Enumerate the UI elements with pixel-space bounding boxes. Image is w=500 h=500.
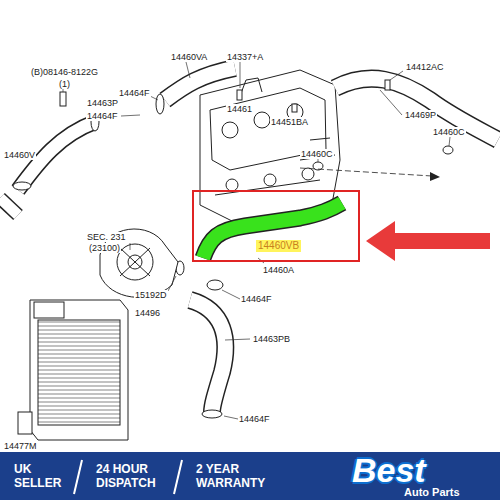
- leader-line: [121, 115, 140, 116]
- leader-line: [130, 243, 131, 250]
- banner-text: 24 HOUR DISPATCH: [96, 462, 168, 490]
- intercooler: [18, 412, 32, 434]
- part-number: 14337+A: [226, 52, 264, 62]
- hose-clamp: [156, 94, 164, 114]
- flow-arrow: [430, 172, 440, 181]
- part-number: 14496: [134, 308, 161, 318]
- leader-line: [224, 416, 238, 419]
- flow-arrow: [300, 168, 432, 176]
- part-number: 14463PB: [252, 334, 291, 344]
- banner: [0, 452, 500, 500]
- part-number: 14477M: [3, 441, 38, 451]
- banner-text: 2 YEAR WARRANTY: [196, 462, 278, 490]
- bolt: [60, 80, 390, 112]
- leader-line: [240, 62, 241, 88]
- part-number: 14451BA: [270, 117, 309, 127]
- highlighted-hose: [203, 203, 342, 258]
- intercooler: [34, 302, 64, 318]
- engine-block: [264, 174, 276, 186]
- flow-arrow: [300, 168, 440, 181]
- bolt: [237, 90, 242, 100]
- leader-line: [168, 276, 176, 291]
- part-number: 14460V: [3, 150, 36, 160]
- part-number: 14464F: [118, 88, 151, 98]
- hose: [335, 79, 498, 140]
- engine-block: [240, 78, 262, 96]
- leader-line: [380, 90, 402, 115]
- hose: [190, 300, 225, 412]
- banner-text: UK SELLER: [14, 462, 66, 490]
- pointer-arrow: [366, 221, 490, 261]
- hose-clamp: [207, 280, 223, 290]
- part-number: 14461: [226, 104, 253, 114]
- leader-line: [318, 159, 319, 162]
- hose: [165, 68, 235, 100]
- leader-line: [225, 339, 250, 340]
- intercooler: [38, 320, 120, 425]
- engine-block: [200, 70, 340, 225]
- section-ref: (23100): [88, 243, 121, 253]
- section-ref: SEC. 231: [86, 232, 127, 242]
- part-number: 14469P: [404, 110, 437, 120]
- hose: [0, 198, 18, 215]
- hose: [190, 300, 225, 412]
- part-number: 15192D: [134, 290, 168, 300]
- hose: [335, 79, 498, 140]
- banner: [0, 452, 500, 500]
- engine-block: [254, 112, 270, 128]
- banner: [74, 460, 82, 494]
- engine-block: [215, 138, 335, 195]
- part-number: 14464F: [86, 111, 119, 121]
- leader-line: [186, 62, 190, 78]
- banner: [174, 460, 182, 494]
- part-number: 14464F: [240, 294, 273, 304]
- part-number: 14460VA: [170, 52, 208, 62]
- highlighted-hose: [203, 203, 342, 258]
- part-number: 14463P: [86, 98, 119, 108]
- brand-logo: Best: [352, 452, 426, 488]
- leader-line: [222, 290, 240, 299]
- bolt: [292, 104, 297, 112]
- intercooler: [30, 300, 128, 440]
- hose-clamp: [443, 146, 453, 154]
- part-number: 14412AC: [405, 62, 445, 72]
- turbocharger: [120, 248, 150, 276]
- part-number: 14460C: [432, 127, 466, 137]
- hose-clamp: [202, 410, 222, 418]
- pointer-arrow: [366, 221, 490, 261]
- part-number: 14460C: [300, 149, 334, 159]
- bolt: [60, 92, 66, 106]
- turbocharger: [117, 244, 153, 280]
- part-number: 14460A: [262, 265, 295, 275]
- quantity-note: (1): [58, 79, 71, 89]
- highlighted-hose: [203, 203, 342, 258]
- intercooler: [18, 300, 128, 440]
- engine-block: [222, 122, 238, 138]
- hose: [165, 68, 235, 100]
- part-number: 14460VB: [256, 240, 301, 252]
- brand-tagline: Auto Parts: [404, 486, 460, 498]
- leader-line: [449, 137, 450, 146]
- highlight-box: 14460VB: [192, 190, 360, 262]
- engine-block: [302, 168, 314, 180]
- hose-clamp: [13, 182, 31, 190]
- bolt: [385, 80, 390, 90]
- part-number: 14464F: [238, 414, 271, 424]
- engine-block: [200, 70, 340, 225]
- part-number: (B)08146-8122G: [30, 67, 99, 77]
- leader-line: [150, 96, 158, 100]
- leader-line: [390, 71, 403, 80]
- hose: [0, 198, 18, 215]
